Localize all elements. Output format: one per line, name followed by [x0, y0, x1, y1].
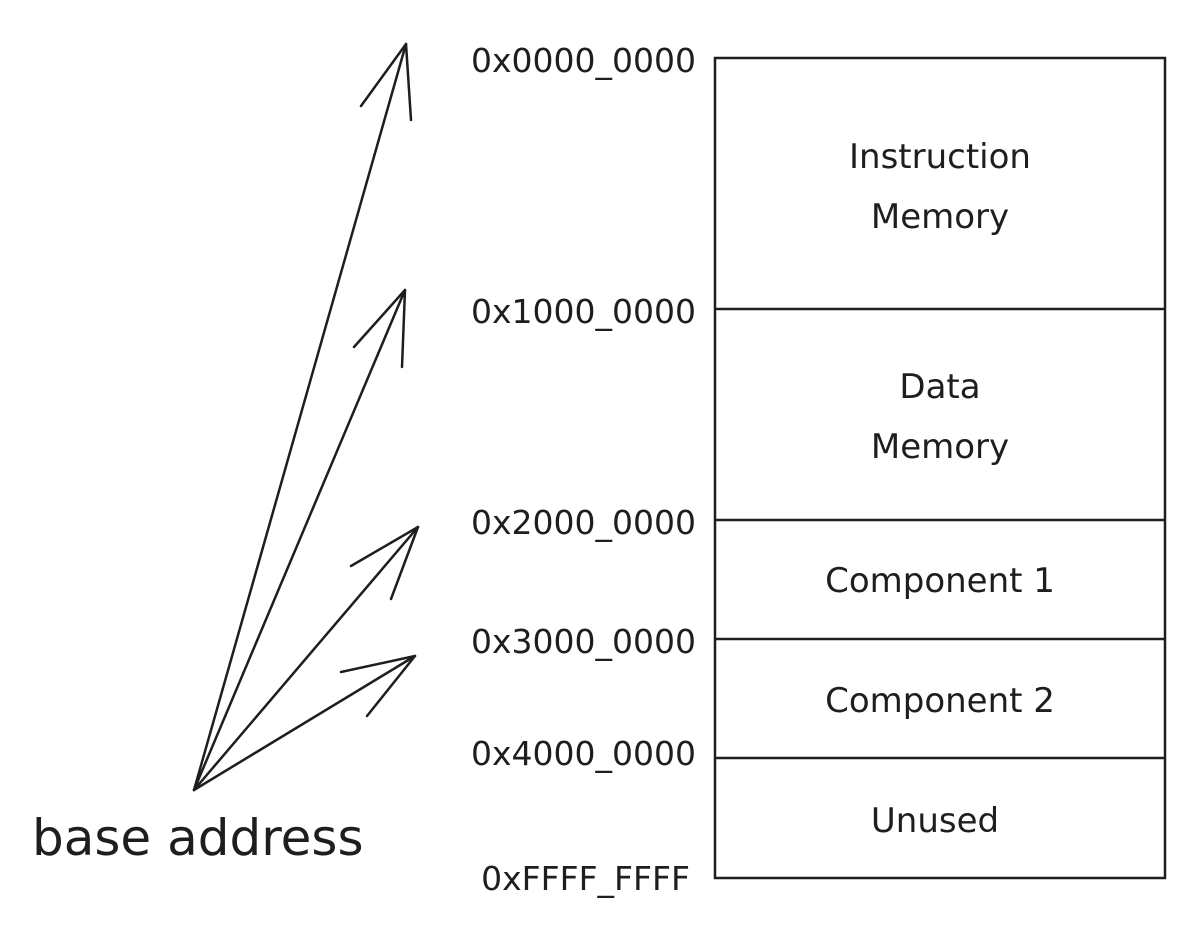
address-label-0x0000: 0x0000_0000 — [471, 41, 696, 80]
memory-map-outline — [713, 56, 1167, 880]
arrow-to-0x0000 — [192, 42, 413, 792]
arrowhead-0x2000-icon — [349, 525, 420, 601]
region-instruction-memory-line1: Instruction — [849, 137, 1031, 177]
arrowhead-0x0000-icon — [359, 42, 413, 122]
address-label-0x4000: 0x4000_0000 — [471, 734, 696, 773]
region-component-1: Component 1 — [825, 561, 1055, 601]
region-component-2: Component 2 — [825, 681, 1055, 721]
arrow-to-0x3000 — [192, 654, 417, 792]
arrow-shaft-0x2000 — [192, 525, 420, 792]
arrow-to-0x2000 — [192, 525, 420, 792]
region-data-memory-line2: Memory — [871, 427, 1009, 467]
arrow-shaft-0x3000 — [192, 654, 417, 792]
region-unused: Unused — [871, 801, 999, 841]
address-label-0x2000: 0x2000_0000 — [471, 503, 696, 542]
base-address-caption: base address — [32, 809, 364, 867]
arrowhead-0x1000-icon — [352, 288, 407, 369]
arrow-to-0x1000 — [192, 288, 407, 792]
arrowhead-0x3000-icon — [339, 654, 417, 718]
region-instruction-memory-line2: Memory — [871, 197, 1009, 237]
arrow-shaft-0x1000 — [192, 288, 407, 792]
region-data-memory-line1: Data — [899, 367, 980, 407]
address-label-0x1000: 0x1000_0000 — [471, 292, 696, 331]
address-label-0x3000: 0x3000_0000 — [471, 622, 696, 661]
address-label-0xffff: 0xFFFF_FFFF — [481, 859, 690, 898]
arrow-shaft-0x0000 — [192, 42, 408, 792]
